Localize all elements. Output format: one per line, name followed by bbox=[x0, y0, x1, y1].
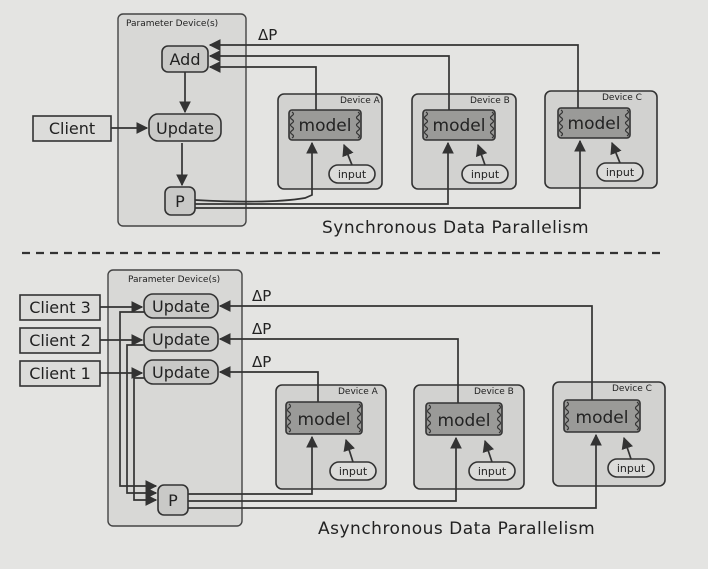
async-p-wire-a bbox=[188, 435, 318, 495]
async-update-2-to-p-wire bbox=[126, 344, 158, 499]
sync-device-c-model-label: model bbox=[568, 114, 621, 134]
model-spring-edge bbox=[423, 111, 429, 139]
async-caption: Asynchronous Data Parallelism bbox=[318, 519, 595, 539]
sync-delta-wire-b bbox=[208, 50, 450, 110]
sync-delta-wire-a bbox=[208, 61, 317, 110]
sync-p-wire-a bbox=[194, 141, 318, 203]
sync-device-b-input-arrow bbox=[475, 143, 488, 166]
sync-device-c: Device C model input bbox=[544, 90, 658, 189]
sync-device-a-model-label: model bbox=[299, 116, 352, 136]
sync-client-label: Client bbox=[49, 119, 95, 138]
async-p-wire-c bbox=[188, 433, 602, 509]
async-device-a: Device A model input bbox=[275, 384, 387, 490]
async-device-b-model-box bbox=[425, 402, 503, 436]
sync-device-b-input-label: input bbox=[471, 168, 500, 181]
sync-p-wire-c bbox=[195, 139, 586, 209]
sync-device-b-title: Device B bbox=[470, 96, 510, 106]
sync-device-a-input-label: input bbox=[338, 168, 367, 181]
model-spring-edge bbox=[286, 403, 292, 433]
sync-device-c-input-label: input bbox=[606, 166, 635, 179]
async-update-box-1 bbox=[143, 359, 219, 385]
model-spring-edge bbox=[289, 111, 295, 139]
sync-device-a-title: Device A bbox=[340, 96, 381, 106]
async-section: Parameter Device(s) Update Update Update… bbox=[19, 269, 666, 539]
async-update-box-3 bbox=[143, 293, 219, 319]
async-update-box-2 bbox=[143, 326, 219, 352]
sync-section: Parameter Device(s) Add Update P Client … bbox=[32, 13, 658, 238]
async-device-a-model-box bbox=[285, 401, 363, 435]
async-delta-wire-a bbox=[218, 366, 319, 402]
async-device-b: Device B model input bbox=[413, 384, 525, 490]
async-delta-label-3: ΔP bbox=[252, 287, 271, 305]
model-spring-edge bbox=[558, 109, 564, 137]
async-delta-wire-c bbox=[218, 300, 593, 400]
async-delta-wire-b bbox=[218, 333, 459, 403]
sync-client-box bbox=[32, 115, 112, 142]
async-device-c-title: Device C bbox=[612, 384, 652, 394]
async-device-a-title: Device A bbox=[338, 387, 379, 397]
async-update-3-to-p-wire bbox=[119, 311, 158, 492]
async-delta-label-1: ΔP bbox=[252, 353, 271, 371]
async-device-b-input-label: input bbox=[478, 465, 507, 478]
sync-device-b-model-label: model bbox=[433, 116, 486, 136]
sync-device-a: Device A model input bbox=[277, 93, 383, 190]
sync-device-b: Device B model input bbox=[411, 93, 517, 190]
model-spring-edge bbox=[356, 403, 362, 433]
async-device-c-input-label: input bbox=[617, 462, 646, 475]
sync-p-box bbox=[164, 186, 196, 216]
sync-caption: Synchronous Data Parallelism bbox=[322, 218, 589, 238]
async-update-1-to-p-wire bbox=[133, 377, 158, 506]
async-client-1-label: Client 1 bbox=[29, 364, 91, 383]
async-client-2-label: Client 2 bbox=[29, 331, 91, 350]
sync-parameter-title: Parameter Device(s) bbox=[126, 19, 218, 29]
sync-delta-label: ΔP bbox=[258, 26, 277, 44]
sync-device-a-input-arrow bbox=[342, 143, 354, 166]
async-delta-label-2: ΔP bbox=[252, 320, 271, 338]
sync-device-c-model-box bbox=[557, 107, 631, 139]
sync-add-label: Add bbox=[170, 50, 201, 69]
async-p-label: P bbox=[168, 491, 178, 510]
async-p-wire-b bbox=[188, 436, 462, 502]
sync-p-label: P bbox=[175, 192, 185, 211]
async-parameter-title: Parameter Device(s) bbox=[128, 275, 220, 285]
async-device-c-input-arrow bbox=[621, 436, 634, 460]
async-update-label-2: Update bbox=[152, 330, 210, 349]
async-p-box bbox=[157, 484, 189, 516]
async-device-b-input-arrow bbox=[482, 439, 495, 463]
async-device-b-model-label: model bbox=[438, 411, 491, 431]
sync-update-label: Update bbox=[156, 119, 214, 138]
sync-delta-wire-c bbox=[208, 39, 579, 108]
model-spring-edge bbox=[496, 404, 502, 434]
async-client-1-box bbox=[19, 360, 101, 387]
sync-device-a-model-box bbox=[288, 109, 362, 141]
model-spring-edge bbox=[489, 111, 495, 139]
sync-update-box bbox=[148, 113, 222, 142]
model-spring-edge bbox=[624, 109, 630, 137]
model-spring-edge bbox=[564, 401, 570, 431]
async-device-c-model-box bbox=[563, 399, 641, 433]
sync-device-c-title: Device C bbox=[602, 93, 642, 103]
model-spring-edge bbox=[634, 401, 640, 431]
async-client-2-box bbox=[19, 327, 101, 354]
sync-device-c-input-arrow bbox=[610, 141, 622, 164]
async-device-c-model-label: model bbox=[576, 408, 629, 428]
async-device-a-model-label: model bbox=[298, 410, 351, 430]
model-spring-edge bbox=[426, 404, 432, 434]
async-update-label-3: Update bbox=[152, 297, 210, 316]
sync-p-wire-b bbox=[195, 141, 454, 205]
async-device-a-input-label: input bbox=[339, 465, 368, 478]
async-device-c: Device C model input bbox=[552, 381, 666, 487]
async-device-a-input-arrow bbox=[343, 438, 355, 463]
async-device-b-title: Device B bbox=[474, 387, 514, 397]
async-client-3-box bbox=[19, 294, 101, 321]
async-update-label-1: Update bbox=[152, 363, 210, 382]
sync-device-b-model-box bbox=[422, 109, 496, 141]
model-spring-edge bbox=[355, 111, 361, 139]
async-client-3-label: Client 3 bbox=[29, 298, 91, 317]
